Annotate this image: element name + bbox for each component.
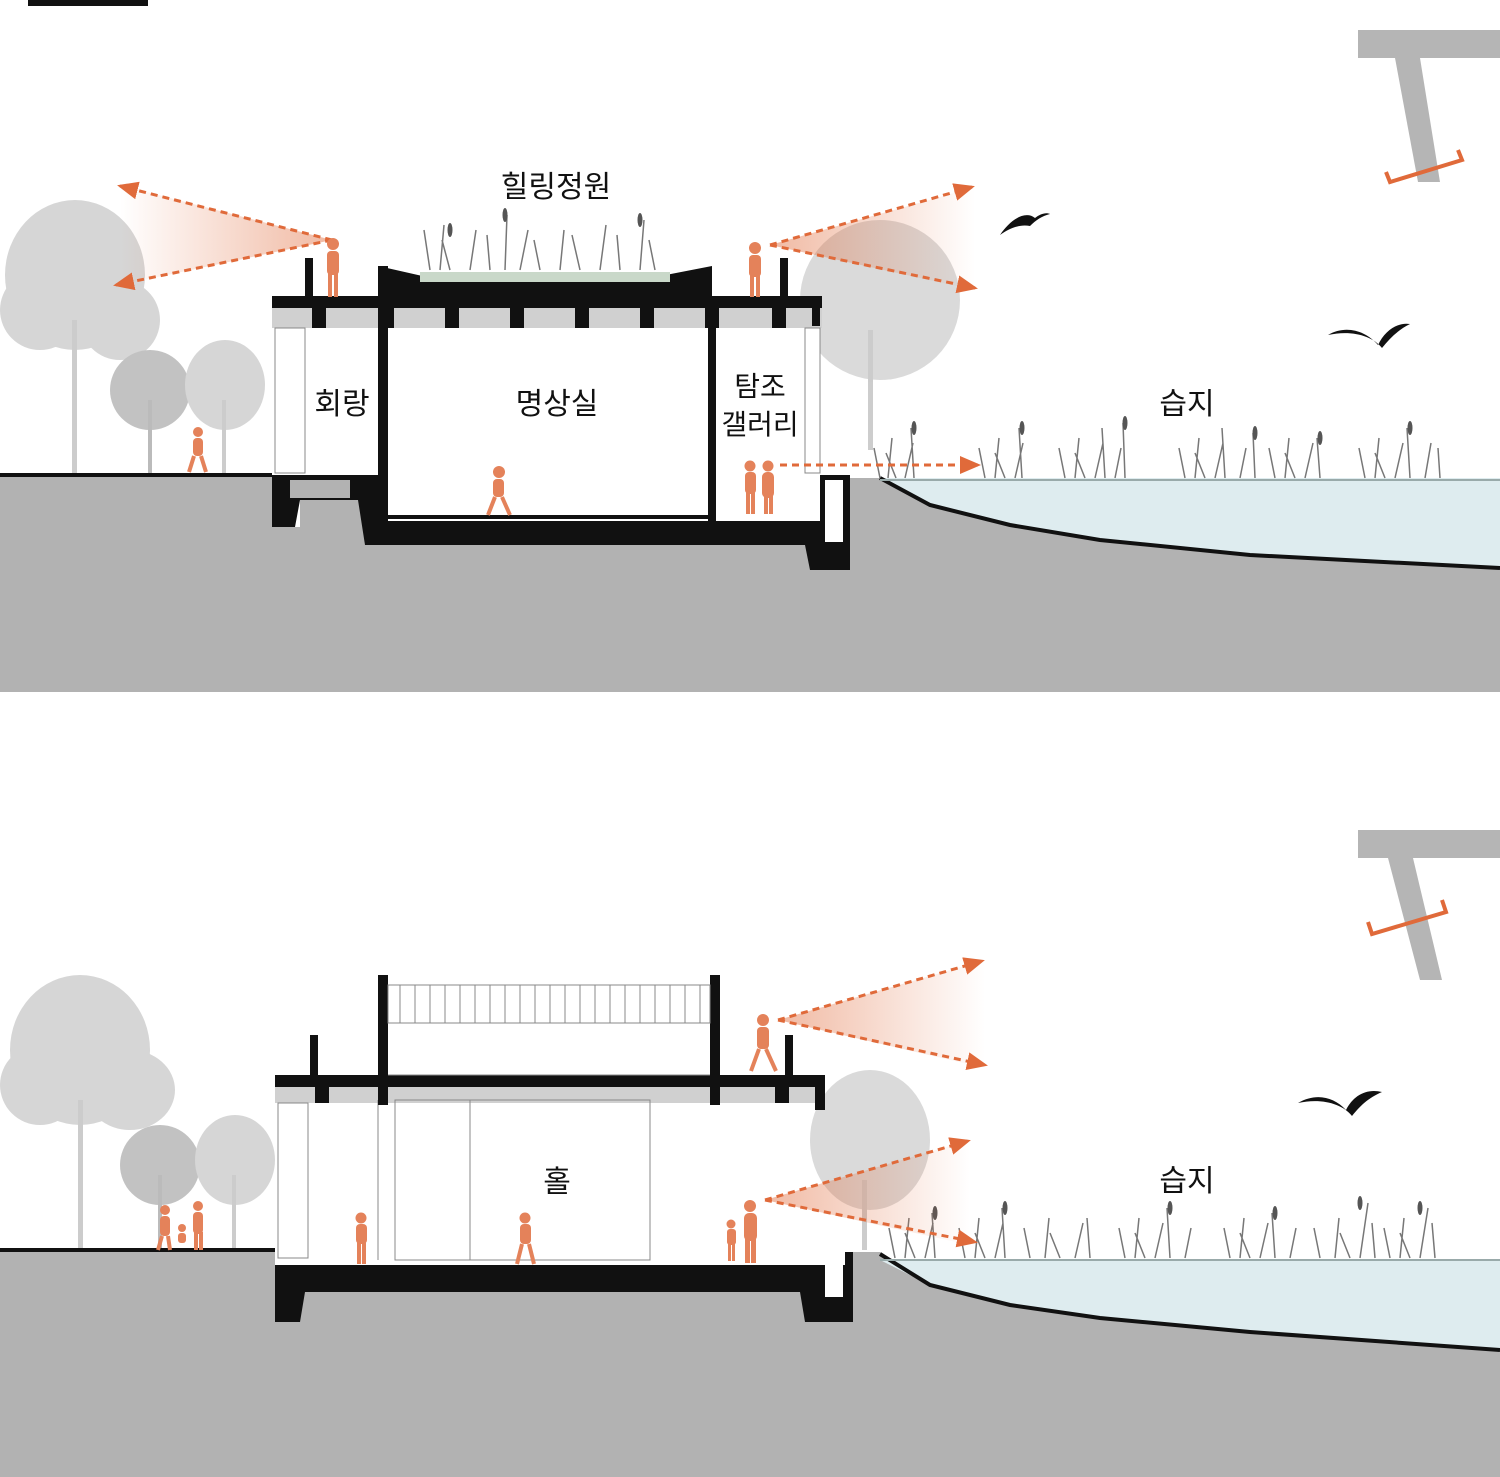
person-silhouette-icon: [187, 238, 774, 516]
heading-fragment: [28, 0, 148, 6]
label-wetland-a: 습지: [1159, 387, 1215, 422]
section-a: [0, 0, 1500, 692]
label-gallery-line1: 탐조: [734, 370, 786, 403]
label-wetland-b: 습지: [1159, 1164, 1215, 1199]
wetland-water: [880, 1260, 1500, 1350]
label-healing-garden: 힐링정원: [500, 170, 612, 205]
view-arrow-icon: [764, 1137, 978, 1248]
building-b: [275, 975, 853, 1322]
bird-silhouette-icon: [1000, 213, 1410, 348]
building-a: [272, 258, 850, 570]
reed-icon: [888, 1202, 1436, 1259]
view-arrow-icon: [769, 183, 978, 294]
label-meditation-room: 명상실: [515, 387, 599, 422]
view-arrow-icon: [113, 181, 333, 291]
tree-silhouette-icon: [0, 200, 265, 475]
ground: [0, 475, 1500, 692]
wetland-water: [880, 478, 1500, 568]
ground: [0, 1250, 1500, 1477]
reed-icon: [423, 214, 1441, 479]
label-gallery-line2: 갤러리: [721, 408, 799, 441]
person-silhouette-icon: [156, 1014, 778, 1265]
label-corridor: 회랑: [314, 387, 370, 422]
label-hall: 홀: [543, 1165, 571, 1200]
key-plan-icon: [1358, 30, 1500, 185]
bird-silhouette-icon: [1298, 1090, 1382, 1116]
key-plan-icon: [1358, 830, 1500, 980]
section-b: [0, 830, 1500, 1477]
view-arrow-icon: [777, 957, 988, 1070]
tree-silhouette-icon: [0, 975, 275, 1250]
